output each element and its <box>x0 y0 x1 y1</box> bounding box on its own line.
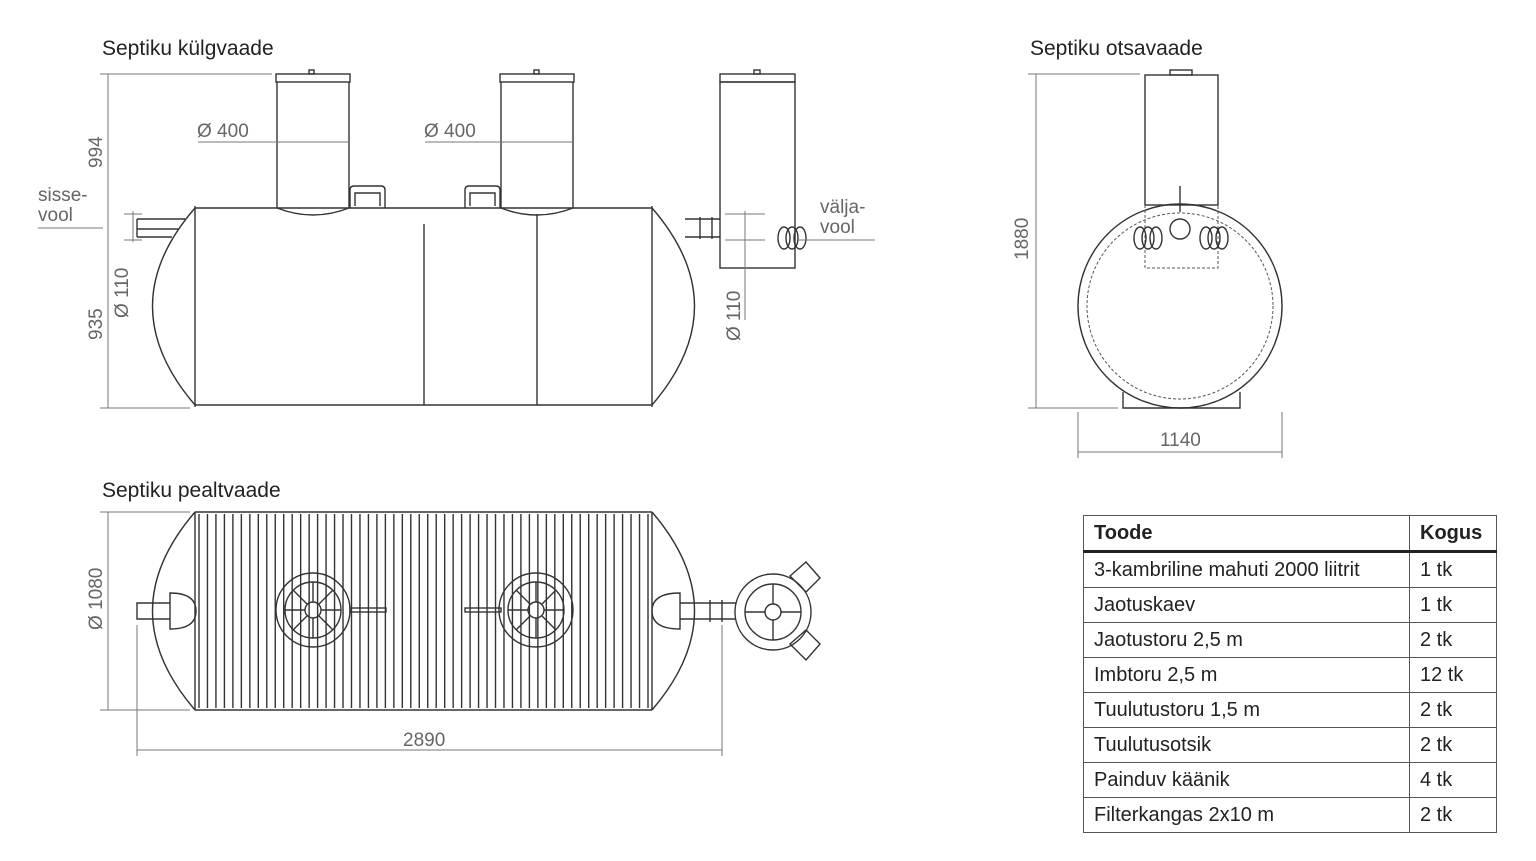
side-view: Septiku külgvaade Ø 400 Ø 400 994 935 Ø … <box>38 37 875 409</box>
distribution-well <box>685 69 807 269</box>
end-width-dim: 1140 <box>1160 430 1201 451</box>
inlet-pipe <box>136 592 197 630</box>
end-view: Septiku otsavaade 1880 1140 <box>1012 37 1283 458</box>
product-cell: Tuulutustoru 1,5 m <box>1083 692 1410 728</box>
product-cell: Jaotustoru 2,5 m <box>1083 622 1410 658</box>
quantity-cell: 1 tk <box>1409 551 1497 588</box>
outlet-diameter-dim: Ø 110 <box>724 291 745 341</box>
quantity-cell: 4 tk <box>1409 762 1497 798</box>
outlet-label: vool <box>820 217 855 238</box>
outlet-label: välja- <box>820 197 865 218</box>
col-quantity: Kogus <box>1409 515 1497 553</box>
product-cell: Filterkangas 2x10 m <box>1083 797 1410 833</box>
outlet-pipe <box>1169 218 1191 240</box>
tank-outline <box>151 511 696 711</box>
handle <box>349 185 386 208</box>
tank-circle <box>1077 203 1283 409</box>
end-view-title: Septiku otsavaade <box>1030 37 1203 60</box>
distribution-well-top <box>734 561 821 662</box>
product-cell: 3-kambriline mahuti 2000 liitrit <box>1083 551 1410 588</box>
table-header-row: Toode Kogus <box>1083 515 1497 553</box>
quantity-cell: 12 tk <box>1409 657 1497 693</box>
top-view: Septiku pealtvaade Ø 1080 2890 <box>86 479 821 756</box>
lid-handle <box>1169 69 1193 76</box>
quantity-cell: 1 tk <box>1409 587 1497 623</box>
upper-height-dim: 994 <box>86 136 107 168</box>
inner-circle <box>1086 212 1274 400</box>
lower-height-dim: 935 <box>86 308 107 340</box>
handle <box>464 185 501 208</box>
riser <box>275 69 351 216</box>
top-view-title: Septiku pealtvaade <box>102 479 281 502</box>
side-view-title: Septiku külgvaade <box>102 37 274 60</box>
product-cell: Imbtoru 2,5 m <box>1083 657 1410 693</box>
quantity-cell: 2 tk <box>1409 797 1497 833</box>
inlet-diameter-dim: Ø 110 <box>112 268 133 318</box>
product-cell: Tuulutusotsik <box>1083 727 1410 763</box>
riser <box>499 69 575 216</box>
quantity-cell: 2 tk <box>1409 727 1497 763</box>
product-cell: Painduv käänik <box>1083 762 1410 798</box>
inlet-label: vool <box>38 205 73 226</box>
inlet-pipe <box>136 218 185 238</box>
ribs <box>198 514 649 708</box>
top-width-dim: Ø 1080 <box>86 568 107 630</box>
end-height-dim: 1880 <box>1012 218 1033 260</box>
col-product: Toode <box>1083 515 1410 553</box>
product-cell: Jaotuskaev <box>1083 587 1410 623</box>
tank-base <box>1122 392 1241 409</box>
parts-table: Toode Kogus 3-kambriline mahuti 2000 lii… <box>1083 515 1497 833</box>
riser-diameter: Ø 400 <box>197 121 249 142</box>
riser <box>1144 74 1219 206</box>
inlet-label: sisse- <box>38 185 88 206</box>
quantity-cell: 2 tk <box>1409 622 1497 658</box>
outlet-pipe <box>651 592 736 630</box>
manhole <box>464 572 574 648</box>
manhole <box>275 572 387 648</box>
riser-diameter: Ø 400 <box>424 121 476 142</box>
top-length-dim: 2890 <box>403 730 445 751</box>
quantity-cell: 2 tk <box>1409 692 1497 728</box>
